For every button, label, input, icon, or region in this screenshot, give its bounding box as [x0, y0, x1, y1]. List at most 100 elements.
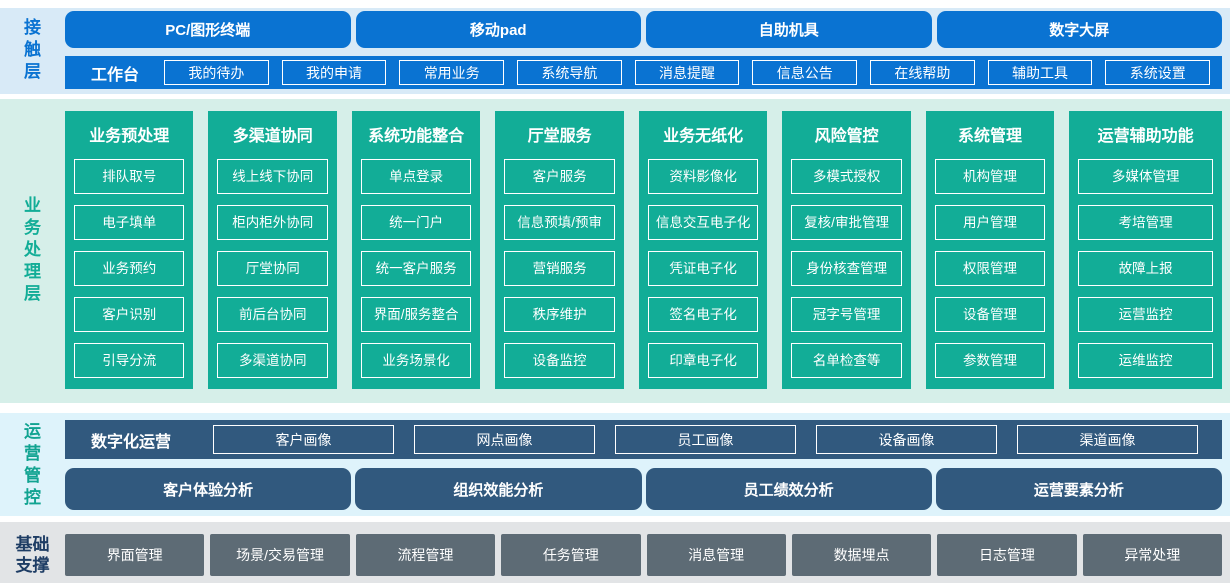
business-item: 客户识别: [74, 297, 185, 332]
business-column-title: 厅堂服务: [527, 128, 592, 145]
base-support-item: 日志管理: [937, 534, 1077, 576]
business-column-lobby: 厅堂服务 客户服务 信息预填/预审 营销服务 秩序维护 设备监控: [495, 111, 624, 389]
business-column-preprocess: 业务预处理 排队取号 电子填单 业务预约 客户识别 引导分流: [65, 111, 194, 389]
digital-ops-bar: 数字化运营 客户画像 网点画像 员工画像 设备画像 渠道画像: [65, 420, 1222, 459]
workbench-item: 系统导航: [517, 60, 622, 85]
analysis-block-org-efficiency: 组织效能分析: [355, 468, 642, 510]
business-column-title: 多渠道协同: [232, 128, 313, 145]
contact-layer-label: 接触层: [24, 17, 41, 82]
device-block-bigscreen: 数字大屏: [936, 11, 1222, 48]
device-row: PC/图形终端 移动pad 自助机具 数字大屏: [65, 11, 1222, 48]
workbench-item: 在线帮助: [870, 60, 975, 85]
business-item: 单点登录: [360, 159, 472, 194]
business-item: 厅堂协同: [217, 251, 328, 286]
business-item: 前后台协同: [217, 297, 328, 332]
business-column-title: 系统功能整合: [368, 128, 465, 145]
business-item: 统一客户服务: [360, 251, 472, 286]
business-column-multichannel: 多渠道协同 线上线下协同 柜内柜外协同 厅堂协同 前后台协同 多渠道协同: [208, 111, 337, 389]
business-item: 多模式授权: [791, 159, 902, 194]
business-item: 线上线下协同: [217, 159, 328, 194]
base-support-item: 场景/交易管理: [210, 534, 350, 576]
business-item: 统一门户: [360, 205, 472, 240]
ops-layer-label: 运营管控: [24, 421, 41, 508]
business-item: 界面/服务整合: [360, 297, 472, 332]
workbench-item: 我的待办: [164, 60, 269, 85]
business-column-opsaux: 运营辅助功能 多媒体管理 考培管理 故障上报 运营监控 运维监控: [1069, 111, 1223, 389]
portrait-item-customer: 客户画像: [213, 425, 395, 454]
business-column-paperless: 业务无纸化 资料影像化 信息交互电子化 凭证电子化 签名电子化 印章电子化: [638, 111, 768, 389]
business-item: 信息交互电子化: [647, 205, 759, 240]
analysis-row: 客户体验分析 组织效能分析 员工绩效分析 运营要素分析: [65, 468, 1222, 510]
business-item: 运维监控: [1078, 343, 1214, 378]
business-item: 电子填单: [74, 205, 185, 240]
analysis-block-ops-elements: 运营要素分析: [935, 468, 1222, 510]
business-column-title: 系统管理: [958, 128, 1023, 145]
business-item: 运营监控: [1078, 297, 1214, 332]
business-column-title: 运营辅助功能: [1097, 128, 1194, 145]
business-item: 签名电子化: [647, 297, 759, 332]
business-item: 设备管理: [934, 297, 1046, 332]
business-item: 设备监控: [504, 343, 615, 378]
business-layer-label: 业务处理层: [24, 195, 41, 304]
contact-layer-body: PC/图形终端 移动pad 自助机具 数字大屏 工作台 我的待办 我的申请 常用…: [65, 11, 1222, 89]
business-item: 客户服务: [504, 159, 615, 194]
business-column-title: 业务无纸化: [663, 128, 744, 145]
business-item: 名单检查等: [791, 343, 902, 378]
business-item: 信息预填/预审: [504, 205, 615, 240]
business-item: 身份核查管理: [791, 251, 902, 286]
ops-layer-body: 数字化运营 客户画像 网点画像 员工画像 设备画像 渠道画像 客户体验分析 组织…: [65, 420, 1222, 510]
base-support-item: 异常处理: [1082, 534, 1222, 576]
business-item: 秩序维护: [504, 297, 615, 332]
business-item: 印章电子化: [647, 343, 759, 378]
portrait-item-device: 设备画像: [816, 425, 998, 454]
portrait-item-employee: 员工画像: [615, 425, 797, 454]
business-item: 资料影像化: [647, 159, 759, 194]
workbench-bar: 工作台 我的待办 我的申请 常用业务 系统导航 消息提醒 信息公告 在线帮助 辅…: [65, 56, 1222, 89]
business-item: 权限管理: [934, 251, 1046, 286]
business-item: 多渠道协同: [217, 343, 328, 378]
business-item: 排队取号: [74, 159, 185, 194]
business-column-title: 业务预处理: [89, 128, 170, 145]
business-item: 业务场景化: [360, 343, 472, 378]
base-support-item: 流程管理: [355, 534, 496, 576]
base-support-item: 任务管理: [501, 534, 641, 576]
workbench-item: 我的申请: [281, 60, 387, 85]
business-item: 用户管理: [934, 205, 1046, 240]
base-support-item: 消息管理: [646, 534, 786, 576]
portrait-item-branch: 网点画像: [414, 425, 596, 454]
device-block-selfservice: 自助机具: [646, 11, 932, 48]
base-support-row: 界面管理 场景/交易管理 流程管理 任务管理 消息管理 数据埋点 日志管理 异常…: [65, 534, 1222, 577]
business-item: 引导分流: [74, 343, 185, 378]
business-layer-label-col: 业务处理层: [0, 111, 65, 389]
base-layer-section: 基础支撑 界面管理 场景/交易管理 流程管理 任务管理 消息管理 数据埋点 日志…: [0, 522, 1230, 583]
business-column-sysadmin: 系统管理 机构管理 用户管理 权限管理 设备管理 参数管理: [925, 111, 1055, 389]
workbench-item: 常用业务: [399, 60, 505, 85]
business-item: 柜内柜外协同: [217, 205, 328, 240]
business-item: 复核/审批管理: [791, 205, 902, 240]
business-item: 机构管理: [934, 159, 1046, 194]
portrait-item-channel: 渠道画像: [1017, 425, 1199, 454]
business-item: 业务预约: [74, 251, 185, 286]
contact-layer-section: 接触层 PC/图形终端 移动pad 自助机具 数字大屏 工作台 我的待办 我的申…: [0, 8, 1230, 94]
device-block-pc: PC/图形终端: [65, 11, 351, 48]
workbench-item: 系统设置: [1105, 60, 1211, 85]
digital-ops-label: 数字化运营: [91, 433, 172, 451]
business-item: 凭证电子化: [647, 251, 759, 286]
ops-layer-section: 运营管控 数字化运营 客户画像 网点画像 员工画像 设备画像 渠道画像 客户体验…: [0, 413, 1230, 516]
business-item: 营销服务: [504, 251, 615, 286]
workbench-item: 辅助工具: [987, 60, 1093, 85]
ops-layer-label-col: 运营管控: [0, 420, 65, 510]
base-layer-label-col: 基础支撑: [0, 534, 65, 577]
base-layer-label: 基础支撑: [15, 535, 50, 576]
workbench-title: 工作台: [91, 66, 140, 84]
business-column-integration: 系统功能整合 单点登录 统一门户 统一客户服务 界面/服务整合 业务场景化: [351, 111, 481, 389]
workbench-item: 信息公告: [752, 60, 858, 85]
business-column-risk: 风险管控 多模式授权 复核/审批管理 身份核查管理 冠字号管理 名单检查等: [782, 111, 911, 389]
workbench-item: 消息提醒: [634, 60, 740, 85]
analysis-block-customer-experience: 客户体验分析: [65, 468, 352, 510]
business-item: 考培管理: [1078, 205, 1214, 240]
business-columns: 业务预处理 排队取号 电子填单 业务预约 客户识别 引导分流 多渠道协同 线上线…: [65, 111, 1223, 389]
business-item: 冠字号管理: [791, 297, 902, 332]
contact-layer-label-col: 接触层: [0, 11, 65, 89]
business-item: 故障上报: [1078, 251, 1214, 286]
